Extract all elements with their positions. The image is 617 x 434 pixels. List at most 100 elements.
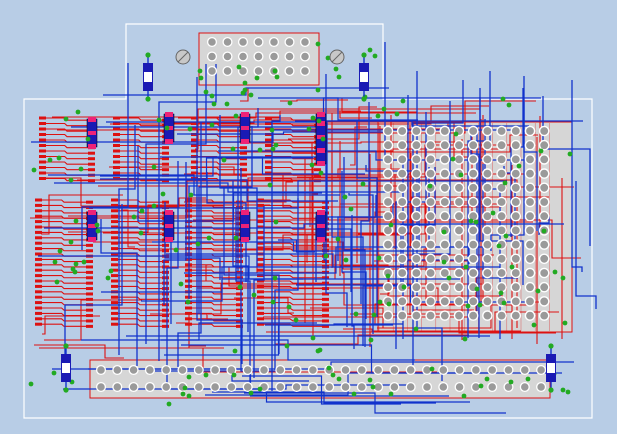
header-pad (482, 296, 493, 307)
via (474, 286, 480, 292)
via (388, 391, 394, 397)
smd-pad (86, 324, 93, 328)
top-trace (116, 312, 164, 317)
header-pad (411, 281, 422, 293)
bottom-connector-pad (421, 381, 433, 393)
decoupling-cap-label (144, 72, 152, 82)
header-pad (510, 139, 522, 151)
bottom-connector-pad (128, 381, 139, 393)
via (336, 376, 342, 382)
header-pad (538, 253, 550, 265)
header-pad (524, 125, 536, 137)
via (267, 182, 273, 188)
top-trace (116, 285, 164, 290)
via (377, 299, 383, 305)
ic-chip-pad (317, 148, 325, 153)
smd-pad (265, 127, 272, 131)
header-pad (524, 168, 536, 179)
bottom-connector-pad (177, 364, 188, 376)
header-pad (439, 168, 451, 179)
header-pad (439, 281, 451, 293)
via (381, 106, 387, 112)
via (57, 248, 63, 254)
smd-pad (111, 241, 118, 245)
smd-pad (162, 281, 169, 285)
smd-pad (35, 311, 42, 315)
via (272, 68, 278, 74)
header-pad (510, 182, 522, 194)
bottom-trace (351, 215, 355, 349)
header-pad (453, 139, 465, 151)
via (310, 115, 316, 121)
via (231, 372, 237, 378)
bottom-connector-pad (356, 381, 367, 393)
bottom-trace (38, 255, 460, 280)
via (371, 312, 377, 318)
header-pad (382, 281, 394, 293)
bottom-connector-pad (226, 364, 237, 376)
via (75, 109, 81, 115)
top-trace (344, 211, 392, 219)
smd-pad (111, 317, 118, 321)
header-pad (482, 168, 493, 179)
via (478, 383, 484, 389)
bottom-trace (542, 96, 591, 246)
header-pad (538, 310, 550, 321)
ic-chip-pad (241, 210, 249, 215)
cap-via (63, 387, 69, 393)
smd-pad (35, 317, 42, 321)
header-pad (425, 296, 436, 307)
via (273, 142, 279, 148)
bottom-connector-pad (503, 381, 514, 393)
via (500, 96, 506, 102)
smd-pad (185, 306, 192, 310)
header-pad (467, 196, 479, 208)
ic-chip-pad (88, 131, 96, 135)
bottom-trace (166, 161, 179, 388)
top-trace (116, 221, 164, 225)
header-pad (411, 296, 422, 307)
via (326, 365, 332, 371)
header-pad (411, 182, 422, 194)
header-pad (538, 196, 550, 208)
connector-pad (206, 51, 218, 62)
header-pad (382, 225, 394, 236)
header-pad (510, 168, 522, 179)
header-pad (396, 196, 408, 208)
smd-pad (236, 276, 243, 280)
via (182, 385, 188, 391)
header-pad (411, 154, 422, 165)
via (317, 347, 323, 353)
decoupling-cap-label (547, 363, 555, 373)
smd-pad (113, 149, 120, 153)
smd-pad (111, 306, 118, 310)
via (131, 214, 137, 220)
smd-pad (113, 127, 120, 131)
bottom-trace (145, 64, 207, 344)
header-pad (396, 154, 408, 165)
smd-pad (240, 168, 247, 172)
bottom-trace (181, 344, 562, 374)
smd-pad (86, 265, 93, 269)
smd-pad (111, 279, 118, 283)
header-pad (524, 239, 536, 250)
header-pad (382, 310, 394, 321)
smd-pad (39, 171, 46, 175)
via (413, 326, 419, 332)
via (394, 111, 400, 117)
smd-pad (35, 306, 42, 310)
smd-pad (86, 308, 93, 312)
via (187, 126, 193, 132)
header-pad (382, 139, 394, 151)
via (458, 172, 464, 178)
smd-pad (86, 200, 93, 204)
top-trace (40, 285, 88, 290)
top-trace (159, 266, 277, 287)
via (139, 208, 145, 214)
smd-pad (86, 287, 93, 291)
top-trace (40, 323, 88, 327)
smd-pad (39, 127, 46, 131)
bottom-trace (100, 219, 138, 366)
header-pad (439, 139, 451, 151)
ic-chip-pad (165, 237, 173, 242)
